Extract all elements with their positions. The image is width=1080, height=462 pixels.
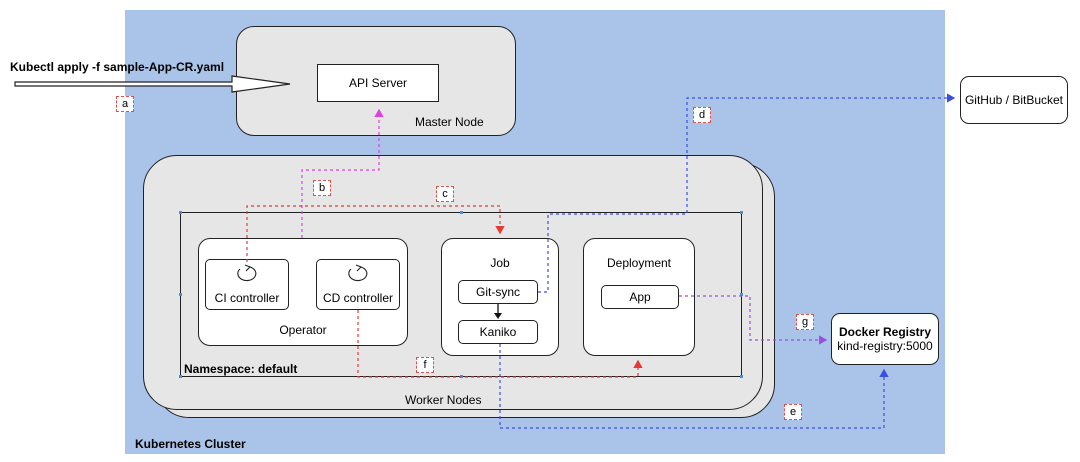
selection-handle — [740, 293, 743, 296]
tag-e: e — [784, 404, 802, 420]
github-box: GitHub / BitBucket — [960, 76, 1068, 124]
app-box: App — [601, 285, 679, 309]
kubectl-command: Kubectl apply -f sample-App-CR.yaml — [10, 60, 225, 74]
selection-handle — [740, 211, 743, 214]
api-server-box: API Server — [317, 64, 439, 102]
arrow-d — [538, 93, 956, 293]
arrow-c — [246, 205, 505, 262]
arrow-e — [499, 344, 889, 429]
tag-g: g — [796, 314, 814, 330]
git-sync-box: Git-sync — [458, 280, 538, 304]
worker-nodes-label: Worker Nodes — [405, 393, 482, 407]
arrow-g — [679, 295, 828, 345]
ci-controller-box: CI controller — [205, 259, 289, 310]
arrowhead-git-to-kaniko — [494, 313, 502, 319]
cd-controller-box: CD controller — [316, 259, 400, 310]
kaniko-box: Kaniko — [458, 320, 538, 344]
git-sync-label: Git-sync — [475, 285, 520, 299]
cluster-label: Kubernetes Cluster — [135, 437, 246, 451]
tag-f: f — [416, 357, 434, 373]
job-label: Job — [490, 256, 510, 270]
loop-icon — [348, 264, 368, 282]
arrow-b — [301, 108, 384, 238]
selection-handle — [179, 211, 182, 214]
deployment-label: Deployment — [606, 256, 672, 270]
operator-label: Operator — [279, 323, 327, 337]
selection-handle — [740, 375, 743, 378]
tag-a: a — [116, 96, 134, 112]
kaniko-label: Kaniko — [479, 325, 517, 339]
api-server-label: API Server — [348, 76, 408, 90]
docker-registry-box: Docker Registry kind-registry:5000 — [831, 313, 939, 365]
tag-c: c — [436, 186, 454, 202]
app-label: App — [629, 290, 651, 304]
github-label: GitHub / BitBucket — [964, 93, 1064, 107]
docker-registry-address: kind-registry:5000 — [837, 339, 933, 353]
namespace-label: Namespace: default — [184, 362, 298, 376]
master-node-label: Master Node — [415, 115, 484, 129]
selection-handle — [460, 211, 463, 214]
tag-b: b — [313, 180, 331, 196]
loop-icon — [237, 264, 257, 282]
docker-registry-title: Docker Registry — [838, 325, 932, 339]
cd-controller-label: CD controller — [322, 291, 394, 305]
tag-d: d — [693, 107, 711, 123]
selection-handle — [179, 375, 182, 378]
selection-handle — [179, 293, 182, 296]
arrow-f — [357, 310, 643, 378]
ci-controller-label: CI controller — [214, 291, 280, 305]
arrow-a — [14, 75, 291, 93]
